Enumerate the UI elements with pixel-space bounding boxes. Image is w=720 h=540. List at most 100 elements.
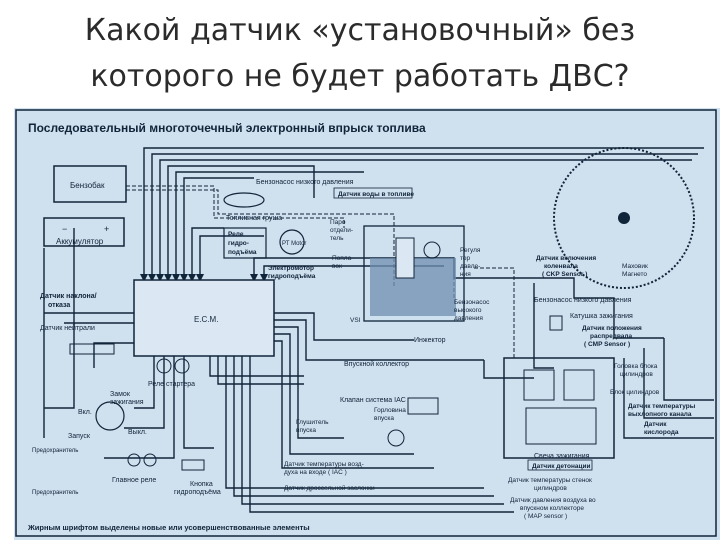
flywheel-label-2: Магнето xyxy=(622,271,647,278)
tilt-motor-label-1: Электромотор xyxy=(268,265,314,272)
vapor-separator xyxy=(363,225,465,322)
tilt-relay-label-2: гидро- xyxy=(228,240,249,247)
throttle-body-label-2: впуска xyxy=(374,415,394,422)
tilt-sensor-label-2: отказа xyxy=(48,302,70,309)
water-sensor-box xyxy=(333,187,413,199)
starter-relay-coil-2 xyxy=(174,358,190,374)
battery-label: Аккумулятор xyxy=(56,237,104,246)
o2-sensor-label-1: Датчик xyxy=(644,421,667,428)
battery-plus-icon: + xyxy=(104,224,109,234)
map-sensor-label-3: ( MAP sensor ) xyxy=(524,513,567,520)
fuse-1-label: Предохранитель xyxy=(32,448,78,454)
cmp-label-2: распредвала xyxy=(590,333,632,340)
tilt-relay xyxy=(223,227,267,259)
float-label-2: вок xyxy=(332,263,342,270)
flywheel-label-1: Маховик xyxy=(622,263,648,270)
flywheel-hub xyxy=(618,212,630,224)
cmp-label-1: Датчик положения xyxy=(582,325,642,332)
ignition-off-label: Выкл. xyxy=(128,429,147,436)
tilt-sensor-label-1: Датчик наклона/ xyxy=(40,293,97,300)
vapor-separator-label-2: отдели- xyxy=(330,227,353,234)
slide-title-line1: Какой датчик «установочный» без xyxy=(84,13,636,48)
ckp-label-1: Датчик включения xyxy=(536,255,596,262)
regulator-label-1: Регуля xyxy=(460,247,481,254)
map-sensor-label-2: впускном коллекторе xyxy=(520,505,584,512)
cmp-label-3: ( CMP Sensor ) xyxy=(584,341,630,348)
fuel-tank-label: Бензобак xyxy=(70,181,105,190)
cylinder-head-label-2: цилиндров xyxy=(620,371,653,378)
low-pressure-pump-2-label: Бензонасос низкого давления xyxy=(534,297,632,304)
regulator-label-4: ния xyxy=(460,271,471,278)
diagram-border xyxy=(15,109,717,537)
regulator-label-3: давле- xyxy=(460,263,480,270)
throttle-plate xyxy=(387,429,405,447)
injector-label: Инжектор xyxy=(414,337,446,344)
main-relay-coil-1 xyxy=(127,453,141,467)
fuel-tank xyxy=(53,165,127,203)
diagram-canvas: Последовательный многоточечный электронн… xyxy=(15,109,717,537)
vapor-separator-label-3: тель xyxy=(330,235,344,242)
pt-motor xyxy=(279,229,305,255)
intake-silencer-label-2: впуска xyxy=(296,427,316,434)
tilt-button xyxy=(181,459,205,471)
ignition-on-label: Вкл. xyxy=(78,409,92,416)
cylinder-2 xyxy=(563,369,595,401)
ignition-label-2: зажигания xyxy=(110,399,144,406)
air-temp-label-2: духа на входе ( IAC ) xyxy=(284,469,347,476)
water-sensor-label: Датчик воды в топливе xyxy=(338,191,414,198)
cylinder-block-label: Блок цилиндров xyxy=(610,389,660,396)
tps-label: Датчик дроссельной заслонки xyxy=(284,484,375,492)
cylinder-head-label-1: Головка блока xyxy=(614,362,658,370)
hp-pump-label-2: высокого xyxy=(454,307,482,314)
main-relay-coil-2 xyxy=(143,453,157,467)
regulator-label-2: тор xyxy=(460,255,471,262)
float-label-1: Попла- xyxy=(332,255,353,262)
exhaust-temp-label-2: выхлопного канала xyxy=(628,411,692,418)
neutral-sensor xyxy=(69,343,115,355)
ecm-arrows xyxy=(140,274,268,282)
cylinder-wall-temp-label-2: цилиндров xyxy=(534,485,567,492)
fuel-bulb xyxy=(223,192,265,208)
battery-minus-icon: − xyxy=(62,224,67,234)
air-temp-label-1: Датчик температуры возд- xyxy=(284,461,364,468)
ckp-label-3: ( CKP Sensor ) xyxy=(542,271,587,278)
fuel-bulb-label: Топливная груша xyxy=(226,215,282,222)
hp-pump-label-3: давления xyxy=(454,315,483,322)
ckp-label-2: коленвала xyxy=(544,263,578,270)
fuse-2-label: Предохранитель xyxy=(32,490,78,496)
hp-pump-label-1: Бензонасос xyxy=(454,299,490,306)
ignition-start-label: Запуск xyxy=(68,433,91,440)
exhaust-temp-label-1: Датчик температуры xyxy=(628,403,696,410)
engine-diagram: Последовательный многоточечный электронн… xyxy=(14,108,720,540)
map-sensor-label-1: Датчик давления воздуха во xyxy=(510,497,596,504)
ecm-label: E.C.M. xyxy=(194,315,218,324)
slide-title: Какой датчик «установочный» без которого… xyxy=(0,8,720,100)
spark-plug-label: Свеча зажигания xyxy=(534,453,590,460)
o2-sensor-label-2: кислорода xyxy=(644,429,679,436)
vapor-separator-label-1: Паро xyxy=(330,219,346,226)
iac-valve xyxy=(407,397,439,415)
tilt-button-label-2: гидроподъёма xyxy=(174,489,221,496)
neutral-sensor-label: Датчик нейтрали xyxy=(40,324,95,332)
cylinder-1 xyxy=(523,369,555,401)
starter-relay-coil-1 xyxy=(156,358,172,374)
ignition-label-1: Замок xyxy=(110,391,131,398)
tilt-relay-label-3: подъёма xyxy=(228,249,257,256)
float xyxy=(395,237,415,279)
flywheel xyxy=(553,147,695,289)
engine-block xyxy=(503,357,615,459)
knock-sensor-label: Датчик детонации xyxy=(532,463,591,470)
ignition-switch xyxy=(95,401,125,431)
low-pressure-pump-label: Бензонасос низкого давления xyxy=(256,179,354,186)
diagram-footer: Жирным шрифтом выделены новые или усовер… xyxy=(27,523,310,532)
main-relay-label: Главное реле xyxy=(112,477,156,484)
pressure-regulator xyxy=(423,241,441,259)
throttle-body-label-1: Горловина xyxy=(374,407,406,414)
pt-motor-label: РТ Motor xyxy=(282,241,306,247)
crankcase xyxy=(525,407,597,445)
tilt-button-label-1: Кнопка xyxy=(190,481,213,488)
tilt-motor-label-2: гидроподъёма xyxy=(268,273,316,280)
ignition-coil-label: Катушка зажигания xyxy=(570,313,633,320)
intake-manifold-label: Впускной коллектор xyxy=(344,360,409,368)
ecm-box xyxy=(133,279,275,357)
